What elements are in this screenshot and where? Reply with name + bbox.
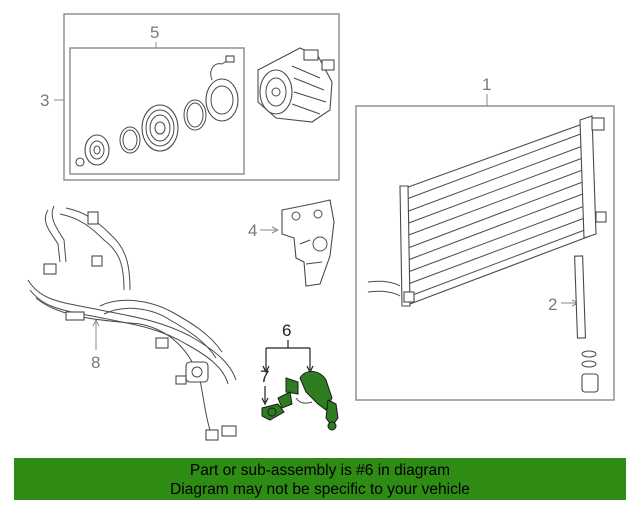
retaining-ring-part[interactable] <box>183 99 207 131</box>
bracket-part[interactable] <box>281 199 335 287</box>
clutch-hub-part[interactable] <box>84 134 110 166</box>
clutch-coil-part[interactable] <box>205 55 239 122</box>
callout-7[interactable]: 7 <box>260 367 269 386</box>
leader-6-bracket <box>265 340 311 370</box>
callout-3[interactable]: 3 <box>40 91 49 110</box>
callout-1[interactable]: 1 <box>482 75 491 94</box>
group-5-inner-box <box>69 47 245 175</box>
arrow-7 <box>261 397 269 406</box>
callout-5[interactable]: 5 <box>150 23 159 42</box>
condenser-part[interactable] <box>367 115 607 307</box>
highlighted-part-7[interactable] <box>261 403 285 421</box>
info-banner: Part or sub-assembly is #6 in diagram Di… <box>14 458 626 500</box>
banner-line-2: Diagram may not be specific to your vehi… <box>170 481 470 498</box>
callout-2[interactable]: 2 <box>548 295 557 314</box>
group-3-outer-box <box>63 13 340 181</box>
snap-ring-part[interactable] <box>119 126 141 154</box>
banner-line-1: Part or sub-assembly is #6 in diagram <box>189 462 451 479</box>
highlighted-part-6[interactable] <box>277 371 339 431</box>
arrow-6-left <box>262 365 270 374</box>
group-1-box <box>355 105 615 401</box>
compressor-part[interactable] <box>257 47 335 123</box>
arrow-4 <box>271 226 280 234</box>
callout-6[interactable]: 6 <box>282 321 291 340</box>
pulley-part[interactable] <box>141 104 179 152</box>
callout-8[interactable]: 8 <box>91 353 100 372</box>
arrow-8 <box>92 318 100 327</box>
hose-assembly-part[interactable] <box>27 205 237 441</box>
receiver-drier-part[interactable] <box>574 255 599 393</box>
callout-4[interactable]: 4 <box>248 221 257 240</box>
washer-bolt-part[interactable] <box>75 157 85 167</box>
